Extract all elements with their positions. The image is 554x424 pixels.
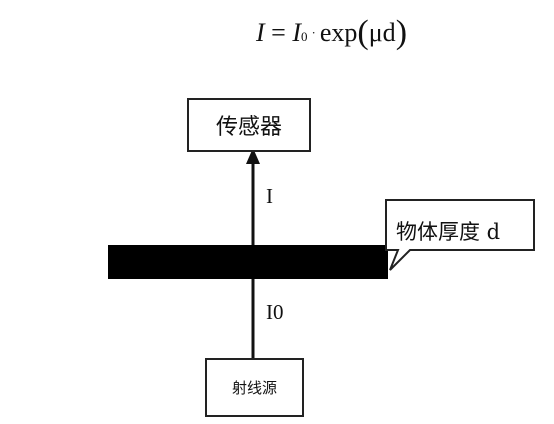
transmitted-intensity-label: I <box>266 184 273 208</box>
source-box: 射线源 <box>205 358 304 417</box>
formula-close-paren: ) <box>395 14 408 51</box>
formula-equals: = <box>271 18 286 47</box>
sensor-box: 传感器 <box>187 98 311 152</box>
formula-open-paren: ( <box>357 14 369 51</box>
formula-i0-subscript: 0 <box>301 29 308 44</box>
object-slab <box>108 245 388 279</box>
sensor-label: 传感器 <box>215 115 282 140</box>
formula-i0: I <box>292 18 302 47</box>
callout-bubble <box>385 199 535 271</box>
formula-lhs: I <box>256 18 265 47</box>
arrowhead-up-icon <box>246 148 260 164</box>
formula-argument: μd <box>368 18 396 47</box>
formula: I = I0·exp(μd) <box>256 12 408 51</box>
formula-exp: exp <box>319 18 358 47</box>
formula-dot: · <box>311 25 316 40</box>
object-thickness-label: 物体厚度 d <box>396 220 501 244</box>
source-label: 射线源 <box>231 379 277 397</box>
incident-intensity-label: I0 <box>266 300 284 324</box>
